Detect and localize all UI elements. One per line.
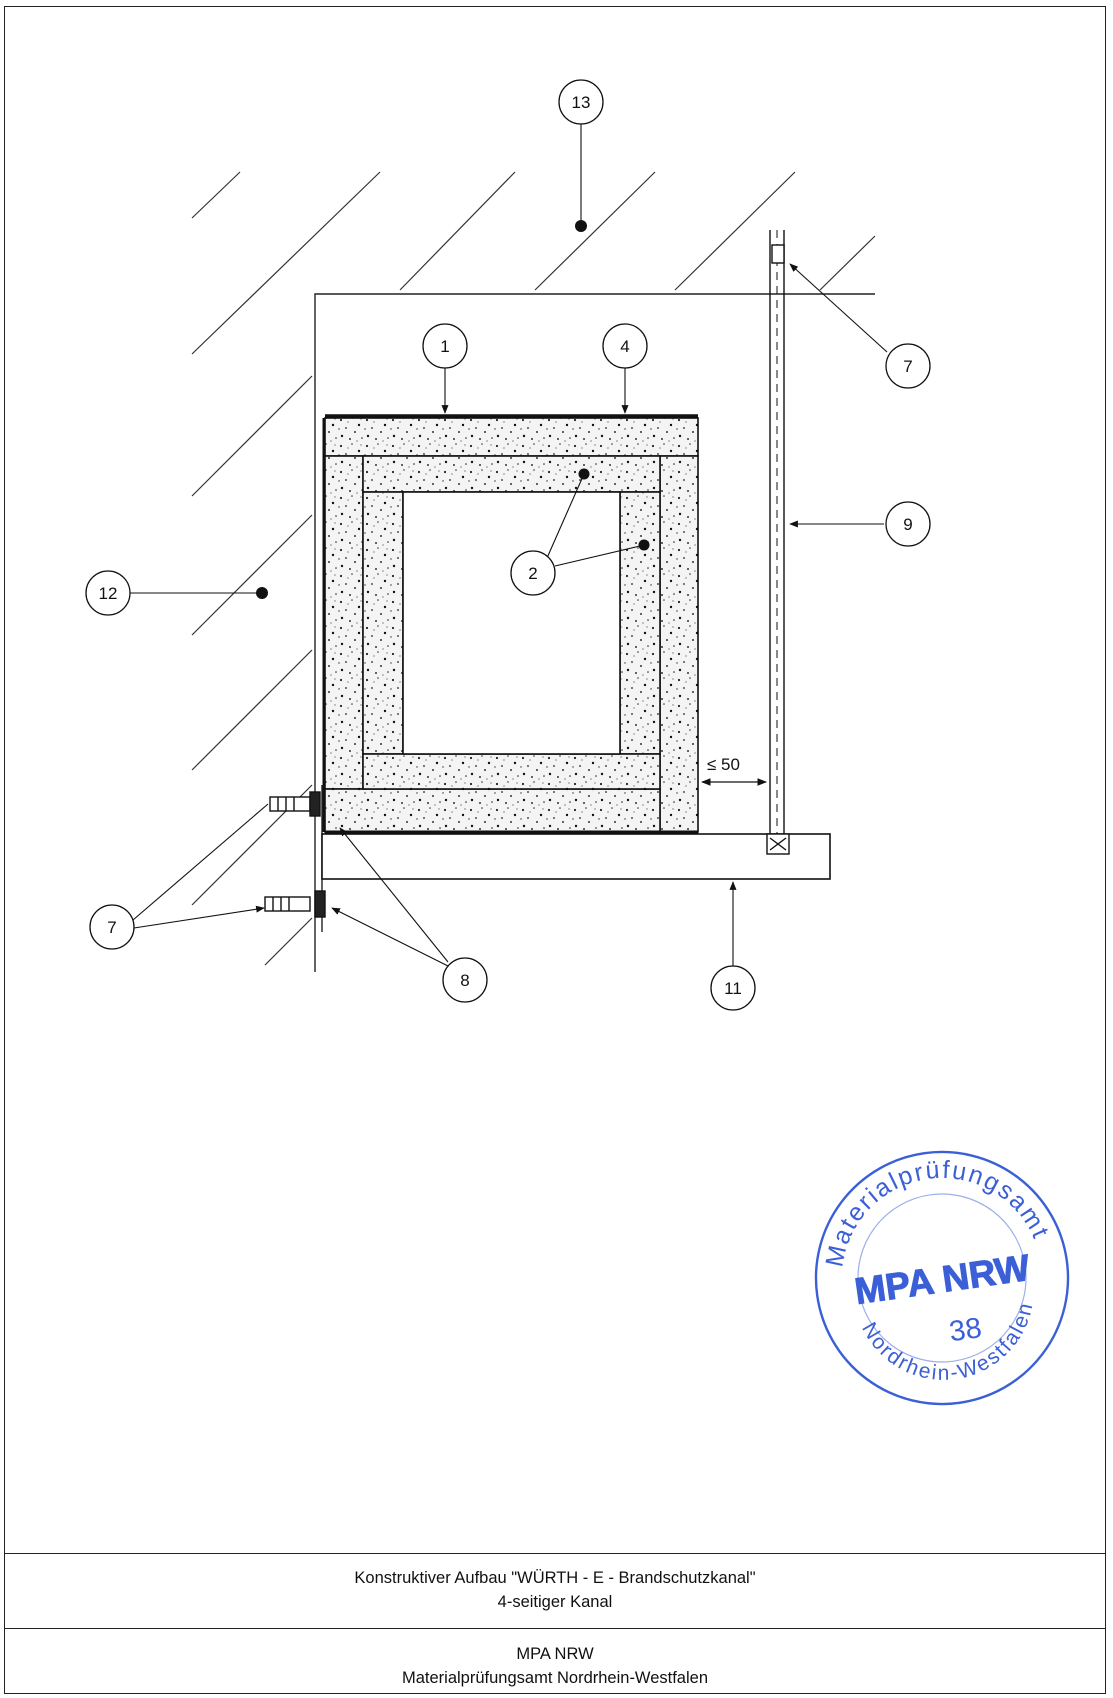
callout-9: 9 — [903, 515, 912, 534]
callout-labels: 13 1 4 7 9 12 2 7 8 11 — [99, 93, 913, 998]
caption-block: Konstruktiver Aufbau "WÜRTH - E - Brands… — [4, 1553, 1106, 1628]
callout-11: 11 — [724, 979, 742, 998]
support-beam — [321, 833, 831, 880]
stamp-outer-ring — [814, 1150, 1070, 1406]
leader-lines — [130, 121, 888, 967]
footer-org-full: Materialprüfungsamt Nordrhein-Westfalen — [402, 1669, 708, 1687]
approval-stamp: Materialprüfungsamt MPA NRW 38 Nordrhein… — [808, 1140, 1070, 1406]
callout-12: 12 — [99, 584, 118, 603]
callout-4: 4 — [620, 337, 629, 356]
stamp-center: MPA NRW — [852, 1247, 1032, 1312]
callout-1: 1 — [440, 337, 449, 356]
callout-7-anchors: 7 — [107, 918, 116, 937]
callout-8: 8 — [460, 971, 469, 990]
footer-org-short: MPA NRW — [516, 1645, 594, 1663]
caption-subtitle: 4-seitiger Kanal — [497, 1593, 613, 1611]
threaded-rod — [766, 230, 790, 855]
drawing-frame — [4, 6, 1106, 1694]
stamp-number: 38 — [947, 1312, 983, 1348]
callout-circles — [85, 79, 931, 1011]
caption-title: Konstruktiver Aufbau "WÜRTH - E - Brands… — [354, 1569, 756, 1587]
stamp-inner-ring — [857, 1193, 1027, 1363]
callout-7-rod: 7 — [903, 357, 912, 376]
callout-13: 13 — [572, 93, 591, 112]
footer-block: MPA NRW Materialprüfungsamt Nordrhein-We… — [4, 1628, 1106, 1694]
dimension-label: ≤ 50 — [707, 755, 740, 774]
duct-panels — [324, 417, 699, 833]
callout-2: 2 — [528, 564, 537, 583]
wall-anchors — [264, 791, 326, 918]
technical-drawing: ≤ 50 13 1 4 7 9 — [85, 79, 1070, 1406]
reference-dots — [256, 220, 650, 599]
